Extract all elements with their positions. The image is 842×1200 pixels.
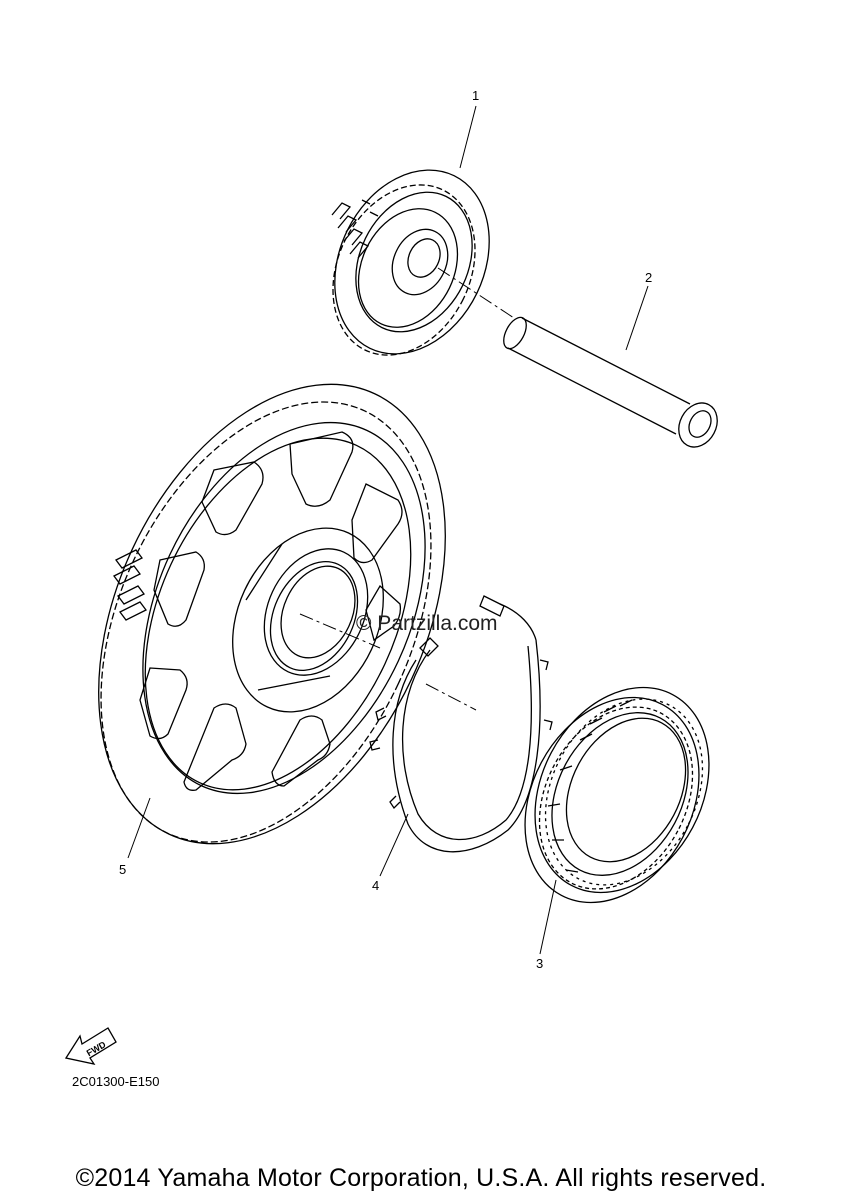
diagram-code: 2C01300-E150: [72, 1074, 160, 1089]
copyright-notice: ©2014 Yamaha Motor Corporation, U.S.A. A…: [75, 1164, 767, 1192]
callout-leaders: [127, 105, 649, 955]
part-3-one-way-clutch: [524, 686, 710, 904]
watermark: © Partzilla.com: [356, 612, 498, 635]
callout-1: 1: [472, 88, 480, 103]
callout-2: 2: [645, 270, 653, 285]
part-1-idler-gear: [331, 169, 490, 356]
fwd-label: FWD: [85, 1039, 108, 1058]
callout-3: 3: [536, 956, 544, 971]
part-2-shaft: [437, 267, 718, 448]
callout-4: 4: [372, 878, 380, 893]
callout-5: 5: [119, 862, 127, 877]
part-5-starter-wheel-gear: [98, 383, 477, 845]
part-4-plate: [369, 595, 553, 853]
fwd-arrow-icon: FWD: [64, 1027, 117, 1065]
